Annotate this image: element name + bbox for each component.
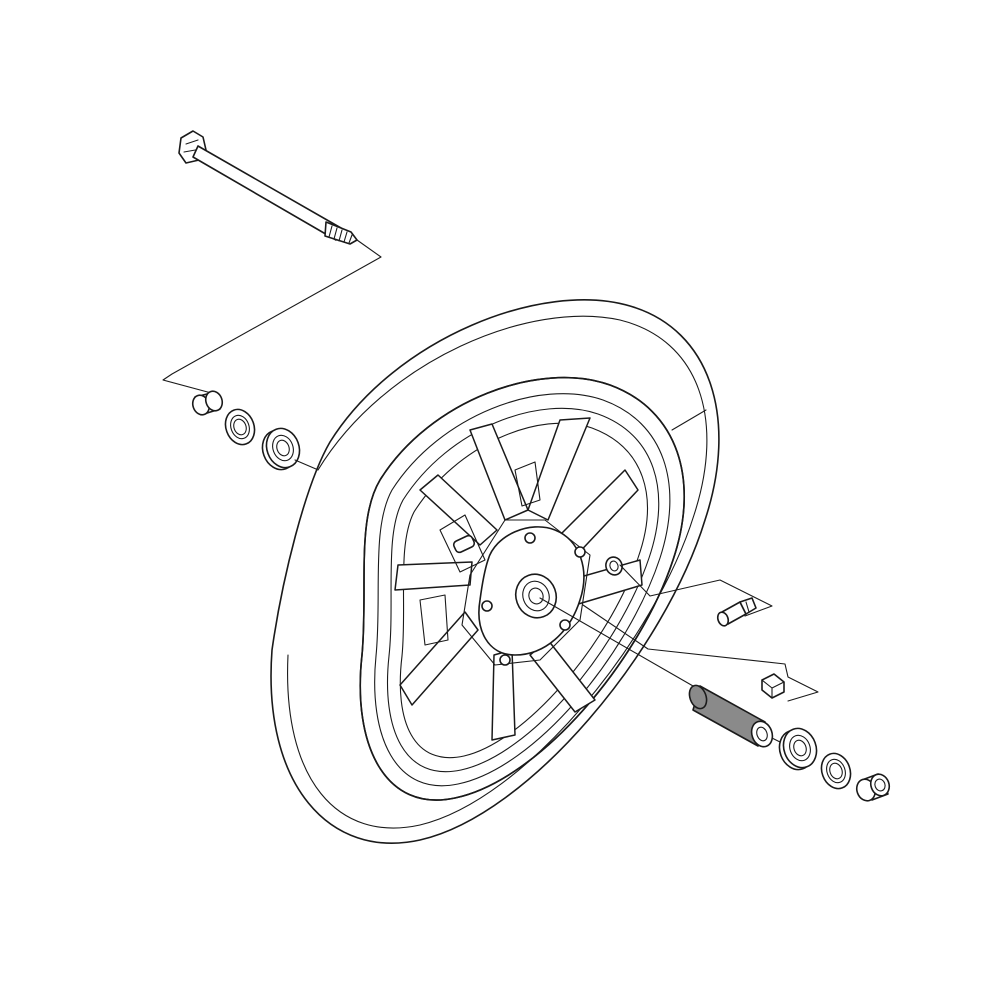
air-valve[interactable] [716, 597, 757, 627]
axle-center-leader [539, 597, 701, 691]
wheel-rim[interactable] [359, 376, 685, 801]
valve-leader-line [619, 564, 773, 617]
spacer-sleeve[interactable] [686, 683, 775, 750]
left-collar[interactable] [190, 389, 225, 417]
disc-bolt [524, 532, 536, 544]
disc-bolt [499, 654, 511, 666]
axle-bolt[interactable] [178, 130, 358, 245]
right-collar[interactable] [854, 772, 892, 804]
disc-bolt [559, 619, 571, 631]
spoke [491, 649, 516, 741]
tire-leader-line [671, 409, 707, 431]
right-oil-seal[interactable] [817, 749, 856, 792]
axle-leader-line [162, 239, 382, 395]
left-bearing[interactable] [257, 424, 305, 475]
right-bearing[interactable] [774, 724, 822, 775]
weight-leader-line [582, 604, 819, 702]
spoke [527, 417, 591, 521]
spoke [399, 611, 479, 706]
spoke [394, 561, 473, 591]
disc-bolt [574, 546, 586, 558]
spoke [419, 474, 498, 546]
disc-bolt [481, 600, 493, 612]
left-oil-seal[interactable] [221, 405, 260, 448]
spoke [469, 423, 529, 521]
balance-weight[interactable] [761, 673, 785, 699]
